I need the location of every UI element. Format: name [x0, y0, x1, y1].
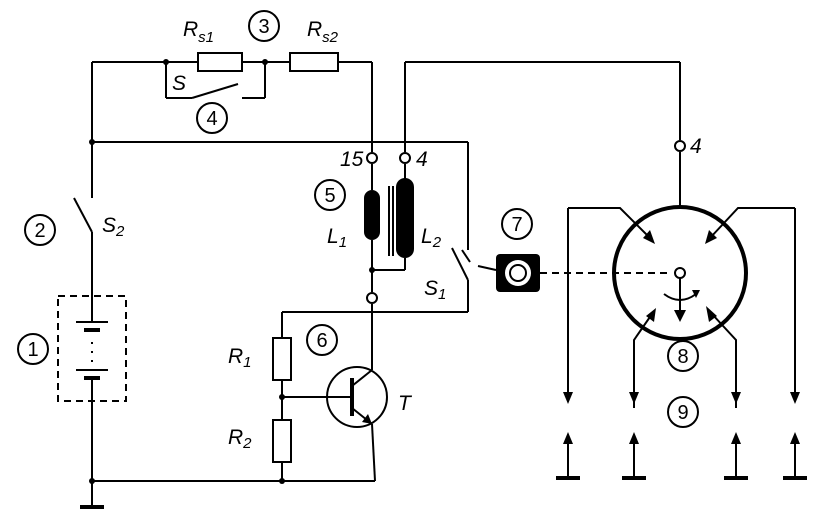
svg-text:9: 9 — [677, 402, 688, 424]
label-t: T — [398, 392, 413, 415]
callout-5: 5 — [314, 179, 346, 211]
callout-1: 1 — [17, 333, 49, 365]
label-r2: R2 — [228, 426, 252, 452]
svg-text:7: 7 — [511, 214, 522, 236]
callout-2: 2 — [24, 214, 56, 246]
label-terminal-4: 4 — [416, 148, 428, 171]
callout-4: 4 — [196, 102, 228, 134]
callout-3: 3 — [248, 10, 280, 42]
terminal-15 — [366, 152, 378, 164]
label-terminal-4-distributor: 4 — [690, 135, 702, 158]
callout-7: 7 — [501, 208, 533, 240]
distributor — [563, 205, 800, 408]
svg-text:8: 8 — [677, 346, 688, 368]
breaker-cam — [496, 254, 672, 292]
callout-6: 6 — [306, 324, 338, 356]
label-terminal-15: 15 — [340, 148, 364, 171]
callout-9: 9 — [667, 396, 699, 428]
svg-text:1: 1 — [27, 339, 38, 361]
terminal-4 — [399, 152, 411, 164]
svg-text:3: 3 — [258, 16, 269, 38]
resistor-rs1 — [197, 52, 243, 72]
switch-s1-contact — [461, 249, 497, 271]
transistor-t — [326, 366, 388, 428]
ignition-coil — [364, 178, 414, 258]
spark-plugs — [556, 432, 807, 480]
battery — [57, 295, 127, 402]
terminal-4-distributor — [674, 140, 686, 152]
label-s: S — [172, 72, 186, 95]
terminal-1 — [366, 292, 378, 304]
switch-s2 — [73, 197, 93, 233]
label-rs2: Rs2 — [307, 18, 339, 46]
label-rs1: Rs1 — [183, 18, 214, 46]
wiring — [80, 59, 681, 509]
callout-8: 8 — [667, 340, 699, 372]
switch-s1-arm — [451, 247, 469, 281]
svg-text:5: 5 — [324, 185, 335, 207]
resistor-r2 — [272, 419, 292, 463]
label-l1: L1 — [327, 225, 347, 251]
svg-text:6: 6 — [316, 330, 327, 352]
svg-text:2: 2 — [34, 220, 45, 242]
label-s1: S1 — [424, 277, 446, 303]
svg-text:4: 4 — [206, 108, 217, 130]
switch-s — [191, 83, 239, 99]
label-r1: R1 — [228, 345, 252, 371]
resistor-r1 — [272, 337, 292, 381]
label-l2: L2 — [421, 225, 442, 251]
resistor-rs2 — [289, 52, 339, 72]
label-s2: S2 — [102, 214, 125, 240]
